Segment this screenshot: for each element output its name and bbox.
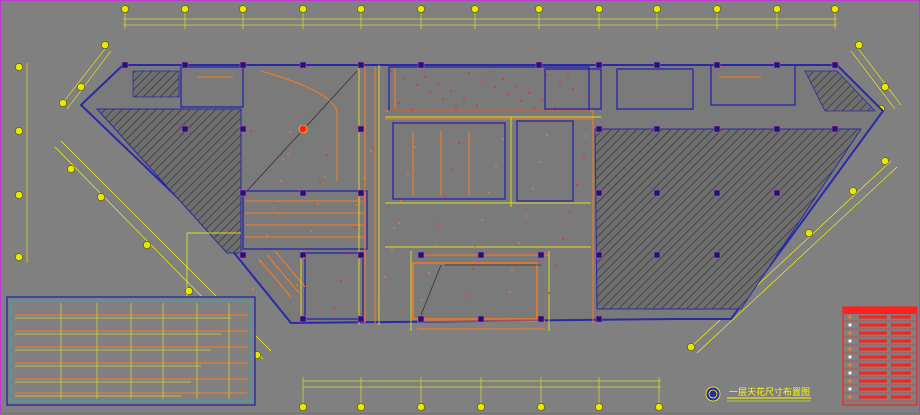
left-grid-bubbles [15, 63, 28, 263]
drawing-title-block: 一层天花尺寸布置图 [705, 386, 811, 402]
grid-bubble [535, 5, 543, 13]
grid-bubble [299, 403, 307, 411]
top-grid-bubbles [121, 5, 839, 29]
grid-bubble [477, 403, 485, 411]
grid-bubble [471, 5, 479, 13]
grid-bubble [881, 83, 889, 91]
grid-bubble [537, 403, 545, 411]
grid-bubble [417, 403, 425, 411]
grid-bubble [97, 193, 105, 201]
hatched-ceiling-areas [95, 70, 876, 320]
grid-bubble [181, 5, 189, 13]
grid-bubble [143, 241, 151, 249]
grid-bubble [773, 5, 781, 13]
grid-bubble [687, 343, 695, 351]
bottom-grid-bubbles [299, 377, 663, 411]
grid-bubble [185, 287, 193, 295]
legend-table [842, 306, 918, 406]
interior-dimensions [186, 65, 601, 331]
grid-bubble [881, 157, 889, 165]
grid-bubble [855, 41, 863, 49]
grid-bubble [67, 165, 75, 173]
grid-bubble [121, 5, 129, 13]
grid-bubble [357, 403, 365, 411]
grid-bubble [595, 403, 603, 411]
drawing-title: 一层天花尺寸布置图 [729, 386, 810, 398]
grid-bubble [595, 5, 603, 13]
detail-inset [6, 296, 256, 406]
grid-bubble [101, 41, 109, 49]
grid-bubble [239, 5, 247, 13]
grid-bubble [417, 5, 425, 13]
ceiling-grid-lines [197, 67, 761, 330]
grid-bubble [831, 5, 839, 13]
grid-bubble [15, 63, 23, 71]
bottom-dimension-chain [303, 380, 661, 388]
grid-bubble [653, 5, 661, 13]
grid-bubble [15, 191, 23, 199]
grid-bubble [713, 5, 721, 13]
grid-bubble [849, 187, 857, 195]
grid-bubble [15, 127, 23, 135]
top-dimension-chain [123, 18, 837, 26]
grid-bubble [299, 5, 307, 13]
structural-columns [121, 61, 839, 323]
light-fixtures [250, 70, 587, 309]
grid-bubble [805, 229, 813, 237]
grid-bubble [59, 99, 67, 107]
grid-bubble [77, 83, 85, 91]
grid-bubble [655, 403, 663, 411]
grid-bubble [357, 5, 365, 13]
grid-bubble [15, 253, 23, 261]
